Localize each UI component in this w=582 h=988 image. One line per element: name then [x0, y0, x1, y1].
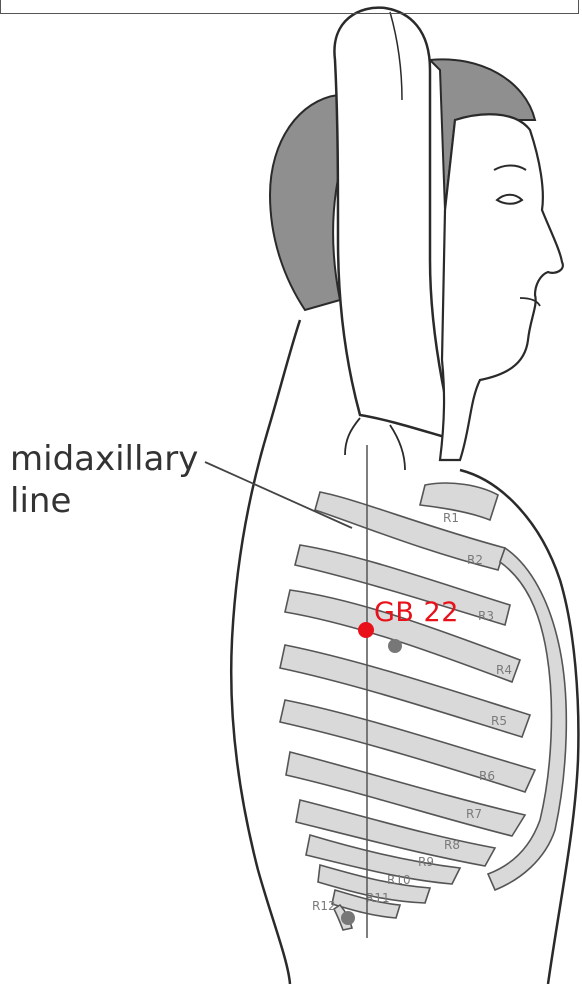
rib-label: R10 — [387, 873, 411, 887]
rib-label: R12 — [312, 899, 336, 913]
label-line-1: midaxillary — [10, 438, 198, 480]
rib-label: R2 — [467, 553, 483, 567]
midaxillary-line-label: midaxillary line — [10, 438, 198, 522]
gb22-label: GB 22 — [374, 597, 459, 628]
label-line-2: line — [10, 480, 198, 522]
raised-arm — [334, 8, 455, 440]
rib-label: R7 — [466, 807, 482, 821]
reference-point — [388, 639, 402, 653]
armpit-line — [345, 418, 360, 455]
rib-label: R8 — [444, 838, 460, 852]
rib-label: R5 — [491, 714, 507, 728]
image-frame-top — [0, 0, 579, 14]
rib-label: R6 — [479, 769, 495, 783]
rib-label: R11 — [366, 891, 390, 905]
rib-label: R9 — [418, 855, 434, 869]
rib-label: R3 — [478, 609, 494, 623]
rib-1 — [420, 483, 498, 520]
r12-point — [341, 911, 355, 925]
gb22-point — [358, 622, 374, 638]
rib-label: R1 — [443, 511, 459, 525]
rib-label: R4 — [496, 663, 512, 677]
armpit-line-2 — [390, 425, 405, 470]
